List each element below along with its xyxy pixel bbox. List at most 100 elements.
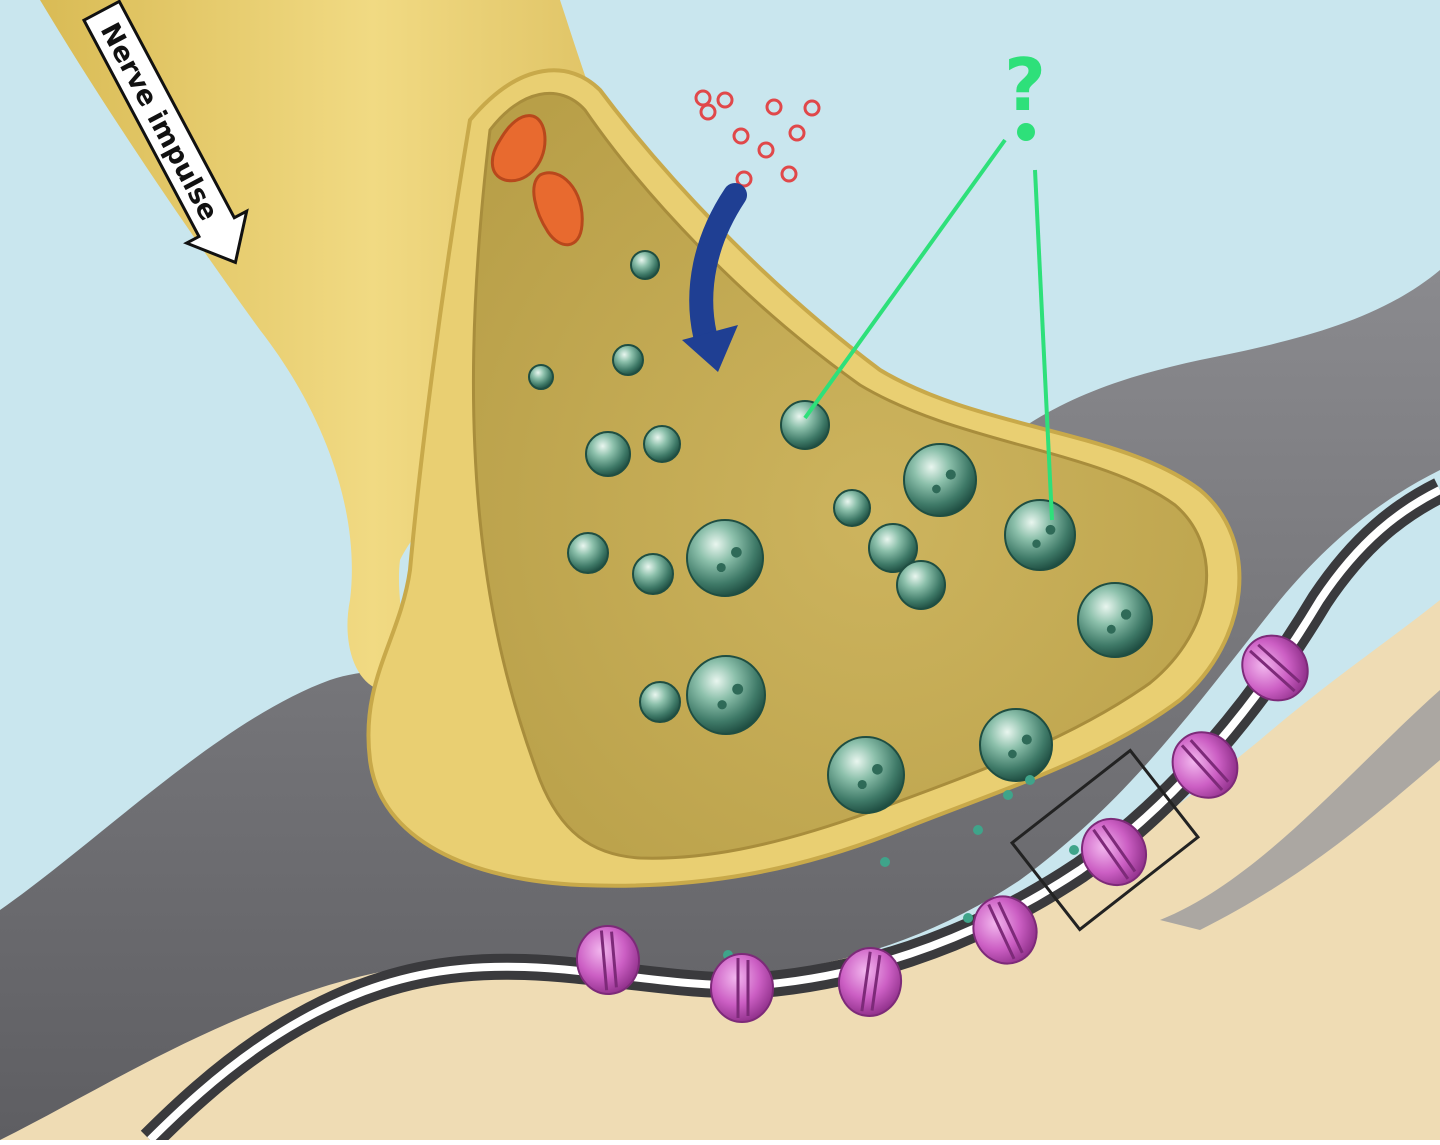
neurotransmitter-molecule <box>973 825 983 835</box>
vesicle-content <box>732 683 744 695</box>
question-dot <box>1017 123 1035 141</box>
vesicle-content <box>872 763 883 775</box>
calcium-ion <box>699 103 717 121</box>
neurotransmitter-molecule <box>963 913 973 923</box>
receptor-body <box>837 947 903 1017</box>
vesicle-content <box>731 546 742 558</box>
synaptic-vesicles <box>528 250 1153 814</box>
vesicle-content <box>945 469 956 480</box>
receptor-channel-line <box>997 901 1024 954</box>
vesicle <box>632 553 674 595</box>
vesicle-content <box>1106 624 1116 634</box>
receptor-body <box>575 925 641 995</box>
vesicle <box>1077 582 1153 658</box>
calcium-ion <box>694 89 712 107</box>
vesicle-membrane <box>903 443 977 517</box>
receptor <box>1241 634 1309 702</box>
vesicle <box>528 364 554 390</box>
calcium-ion <box>735 170 753 188</box>
vesicle <box>630 250 660 280</box>
vesicle-membrane <box>868 523 918 573</box>
vesicle-membrane <box>612 344 644 376</box>
impulse-arrow-shape <box>81 0 249 265</box>
receptor-channel-line <box>599 930 609 991</box>
neurotransmitter-molecule <box>880 857 890 867</box>
vesicle-membrane <box>780 400 830 450</box>
vesicle <box>639 681 681 723</box>
vesicle <box>643 425 681 463</box>
calcium-ion <box>765 98 783 116</box>
vesicle <box>780 400 830 450</box>
receptor <box>1171 731 1239 799</box>
calcium-ion <box>716 91 734 109</box>
receptor-channel-line <box>987 903 1016 960</box>
receptor-body <box>710 953 774 1023</box>
pointer-line-right <box>1033 169 1054 521</box>
ion-influx-arrow <box>682 183 747 372</box>
vesicle-membrane <box>896 560 946 610</box>
receptor-channel-line <box>1257 643 1301 684</box>
calcium-ion <box>757 141 775 159</box>
vesicle-membrane <box>630 250 660 280</box>
receptor <box>972 895 1038 965</box>
released-neurotransmitter <box>723 775 1079 960</box>
receptor-channel-line <box>870 954 882 1011</box>
receptor-channel-line <box>1180 744 1224 791</box>
vesicle-membrane <box>686 519 764 597</box>
vesicle-membrane <box>528 364 554 390</box>
receptor <box>575 925 641 995</box>
receptor-body <box>1171 731 1239 799</box>
vesicle-content <box>1045 524 1056 535</box>
postsynaptic-receptors <box>575 634 1309 1023</box>
receptor-channel-line <box>1092 828 1130 880</box>
vesicle-membrane <box>686 655 766 735</box>
vesicle <box>686 519 764 597</box>
vesicle-content <box>932 484 941 494</box>
vesicle <box>567 532 609 574</box>
receptor-channel-line <box>860 951 872 1012</box>
receptor <box>710 953 774 1023</box>
vesicle <box>1004 499 1076 571</box>
vesicle-membrane <box>833 489 871 527</box>
vesicle-membrane <box>1004 499 1076 571</box>
calcium-ions <box>694 89 821 188</box>
vesicle-content <box>717 700 727 710</box>
neurotransmitter-molecule <box>1003 790 1013 800</box>
receptor <box>837 947 903 1017</box>
receptor-highlight-box <box>1009 748 1201 932</box>
neurotransmitter-molecule <box>1025 775 1035 785</box>
pointer-line-left <box>803 138 1007 420</box>
vesicle <box>827 736 905 814</box>
receptor <box>1080 817 1148 887</box>
vesicle <box>585 431 631 477</box>
vesicle-membrane <box>1077 582 1153 658</box>
vesicle <box>686 655 766 735</box>
vesicle-membrane <box>643 425 681 463</box>
calcium-ion <box>732 127 750 145</box>
vesicle-content <box>1021 734 1032 745</box>
vesicle-membrane <box>827 736 905 814</box>
vesicle-membrane <box>639 681 681 723</box>
vesicle <box>612 344 644 376</box>
receptor-channel-line <box>1249 649 1296 693</box>
vesicle <box>833 489 871 527</box>
question-mark: ? <box>1004 43 1046 127</box>
vesicle <box>903 443 977 517</box>
calcium-ion <box>780 165 798 183</box>
receptor-channel-line <box>1101 824 1137 873</box>
vesicle-membrane <box>979 708 1053 782</box>
calcium-ion <box>788 124 806 142</box>
vesicle <box>896 560 946 610</box>
vesicle-content <box>716 562 726 573</box>
vesicle-content <box>1120 609 1132 620</box>
vesicle <box>979 708 1053 782</box>
vesicle-membrane <box>585 431 631 477</box>
vesicle-content <box>1032 539 1041 548</box>
vesicle <box>868 523 918 573</box>
question-pointers <box>803 138 1054 521</box>
receptor-channel-line <box>610 931 618 988</box>
calcium-ion <box>803 99 821 117</box>
vesicle-content <box>857 779 867 790</box>
